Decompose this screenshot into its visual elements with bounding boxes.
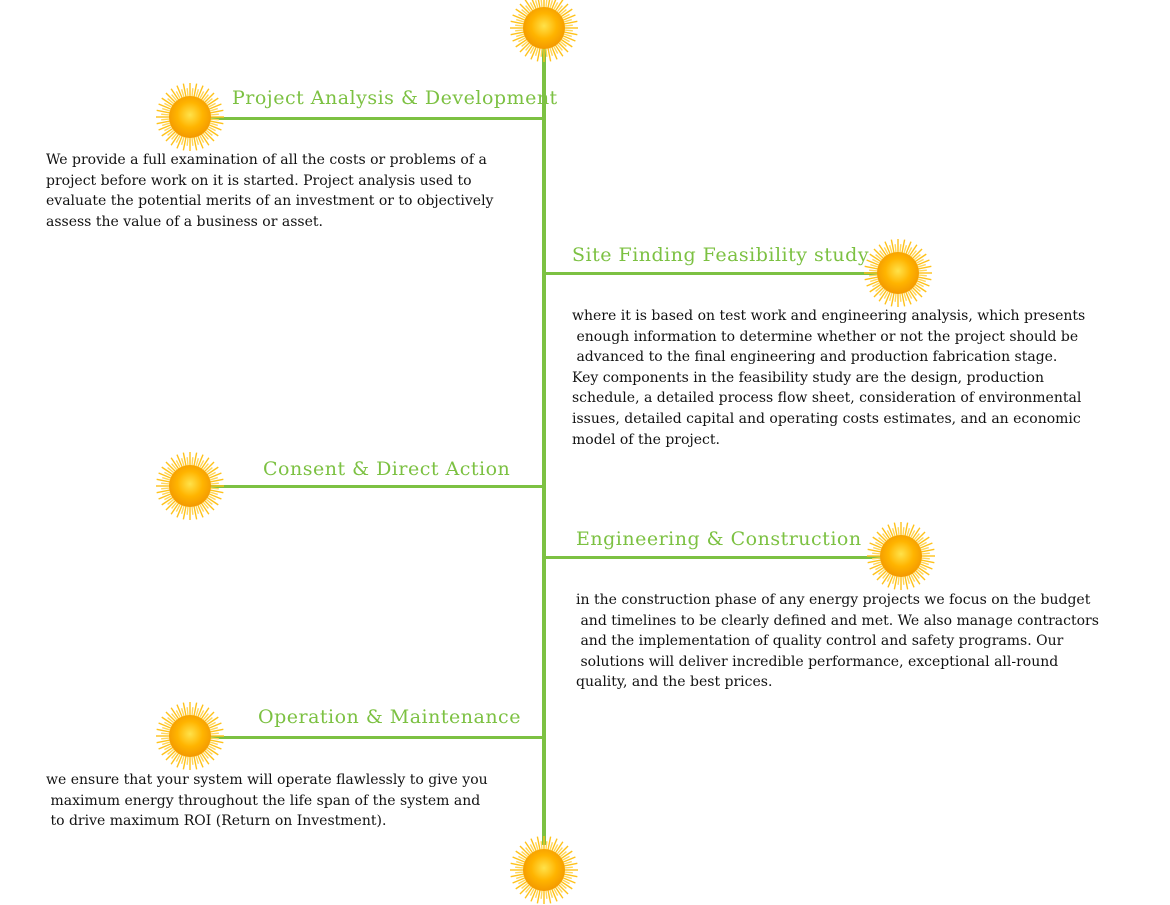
sun-icon	[155, 451, 225, 521]
stage-title: Project Analysis & Development	[232, 87, 558, 109]
branch-line	[190, 117, 544, 120]
stage-description: We provide a full examination of all the…	[46, 152, 494, 230]
stage-description: we ensure that your system will operate …	[46, 772, 488, 830]
branch-line	[544, 556, 900, 559]
sun-icon	[155, 82, 225, 152]
branch-line	[190, 485, 544, 488]
stage-description: in the construction phase of any energy …	[576, 592, 1099, 691]
sun-icon	[863, 238, 933, 308]
stage-title: Operation & Maintenance	[258, 706, 521, 728]
sun-icon	[866, 521, 936, 591]
timeline-spine	[542, 30, 546, 845]
sun-icon	[509, 0, 579, 63]
sun-icon	[155, 701, 225, 771]
sun-icon	[509, 835, 579, 905]
stage-title: Site Finding Feasibility study	[572, 244, 870, 266]
stage-description: where it is based on test work and engin…	[572, 308, 1086, 448]
branch-line	[544, 272, 899, 275]
stage-title: Engineering & Construction	[576, 528, 862, 550]
branch-line	[190, 736, 544, 739]
stage-title: Consent & Direct Action	[263, 458, 511, 480]
